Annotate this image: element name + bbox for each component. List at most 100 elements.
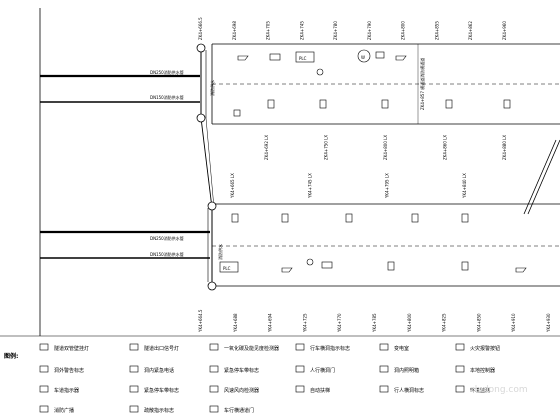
legend-item-label: 变电室 bbox=[394, 345, 409, 352]
box-icon bbox=[281, 213, 289, 223]
svg-text:PLC: PLC bbox=[223, 266, 231, 271]
station-label: YK4+745 LX bbox=[307, 173, 312, 199]
station-label: YK4+910 bbox=[511, 313, 516, 333]
legend-item-label: 行人横洞标志 bbox=[394, 387, 424, 394]
svg-text:W: W bbox=[361, 55, 365, 60]
lane-lamp-icon bbox=[395, 55, 407, 61]
tunnel-structure bbox=[39, 8, 560, 336]
plc-icon bbox=[209, 343, 219, 351]
station-label: ZK4+666.5 bbox=[198, 17, 203, 40]
box-icon bbox=[411, 213, 419, 223]
station-label: ZK4+862 bbox=[468, 21, 473, 40]
box-icon bbox=[129, 405, 139, 413]
traffic-light-icon bbox=[129, 343, 139, 351]
watermark: zhulong.com bbox=[470, 385, 528, 395]
legend-item-label: 行车横洞指示标志 bbox=[310, 345, 350, 352]
station-label: YK4+694 bbox=[268, 313, 273, 333]
fire-water-pipes bbox=[40, 43, 217, 291]
station-label: YK4+850 bbox=[476, 313, 481, 333]
box-icon bbox=[461, 213, 469, 223]
station-label: ZK4+745 bbox=[299, 21, 304, 40]
upper-branch-label: 消防供水 bbox=[209, 80, 215, 96]
plc2-icon bbox=[219, 261, 239, 273]
legend-item-label: 疏散指示标志 bbox=[144, 407, 174, 414]
alarm-icon bbox=[455, 343, 465, 351]
lower-dn250-label: DN250消防供水管 bbox=[150, 235, 184, 241]
legend-item-label: 洞外警告标志 bbox=[54, 367, 84, 374]
barrier-icon bbox=[269, 53, 281, 61]
station-label: YK4+800 bbox=[407, 313, 412, 333]
legend-item-label: 本地控制器 bbox=[470, 367, 495, 374]
sign-icon bbox=[209, 365, 219, 373]
legend-item-label: 紧急停车带标志 bbox=[144, 387, 179, 394]
fire-icon bbox=[295, 385, 305, 393]
pipe-labels: DN250消防供水管 DN150消防供水管 DN250消防供水管 DN150消防… bbox=[150, 58, 425, 260]
legend-item-label: 人行横洞门 bbox=[310, 367, 335, 374]
svg-text:PLC: PLC bbox=[299, 56, 307, 61]
door-icon bbox=[295, 365, 305, 373]
speaker-icon bbox=[39, 405, 49, 413]
box-icon bbox=[231, 213, 239, 223]
box-icon bbox=[503, 99, 511, 109]
station-label: ZK4+692 LX bbox=[264, 135, 269, 160]
sign2-icon bbox=[129, 385, 139, 393]
upper-equipment: PLC W bbox=[233, 49, 511, 117]
legend-item-label: 隧道出口信号灯 bbox=[144, 345, 179, 352]
legend-item-label: 风速风向检测器 bbox=[224, 387, 259, 394]
station-label: ZK4+860 LX bbox=[443, 135, 448, 160]
station-label: YK4+825 bbox=[442, 313, 447, 333]
circle-icon bbox=[129, 365, 139, 373]
upper-station-labels: ZK4+666.5 ZK4+698 ZK4+705 ZK4+745 ZK4+780 ZK4… bbox=[198, 17, 507, 40]
box-icon bbox=[319, 99, 327, 109]
station-label: ZK4+698 bbox=[232, 21, 237, 40]
wall-lamp-icon bbox=[39, 343, 49, 351]
lane-lamp-icon bbox=[515, 267, 527, 273]
box-icon bbox=[445, 99, 453, 109]
wall-lamp-icon bbox=[281, 267, 293, 273]
station-label: ZK4+880 LX bbox=[502, 135, 507, 160]
lower-branch-label: 消防供水 bbox=[217, 244, 223, 260]
legend-item-label: 洞内照明箱 bbox=[394, 367, 419, 374]
signal-icon bbox=[379, 365, 389, 373]
person-icon bbox=[379, 385, 389, 393]
phone-icon bbox=[39, 385, 49, 393]
lane-lamp-icon bbox=[39, 365, 49, 373]
legend-item-label: 环境监测 bbox=[470, 387, 490, 394]
wind-icon bbox=[379, 343, 389, 351]
legend-item-label: 隧道双管壁挂灯 bbox=[54, 345, 89, 352]
camera-icon bbox=[455, 385, 465, 393]
upper-dn150-label: DN150消防供水管 bbox=[150, 94, 184, 100]
circle-icon bbox=[306, 258, 314, 266]
legend-item-label: 一氧化碳及能见度检测器 bbox=[224, 345, 279, 352]
legend-item-label: 车行横通道门 bbox=[224, 407, 254, 414]
legend-item-label: 车道指示器 bbox=[54, 387, 79, 394]
station-label: ZK4+750 LX bbox=[324, 135, 329, 160]
station-label: ZK4+705 bbox=[266, 21, 271, 40]
plc-icon bbox=[295, 51, 315, 63]
box-icon bbox=[381, 99, 389, 109]
station-label: YK4+665 LX bbox=[230, 173, 235, 199]
station-label: YK4+785 bbox=[372, 313, 377, 333]
station-label: YK4+795 LX bbox=[385, 173, 390, 199]
fan-icon bbox=[295, 343, 305, 351]
cross-passage-label: ZK4+857 横通道消防横通道 bbox=[419, 58, 425, 110]
station-label: YK4+930 bbox=[546, 313, 551, 333]
signal-icon bbox=[375, 51, 385, 59]
legend-item-label: 消防广播 bbox=[54, 407, 74, 414]
plc2-icon bbox=[455, 365, 465, 373]
station-label: YK4+725 bbox=[302, 313, 307, 333]
station-label: ZK4+780 bbox=[333, 21, 338, 40]
legend-item-label: 火灾报警按钮 bbox=[470, 345, 500, 352]
legend: 图例: 隧道双管壁挂灯隧道出口信号灯一氧化碳及能见度检测器行车横洞指示标志变电室… bbox=[0, 335, 560, 414]
lower-dn150-label: DN150消防供水管 bbox=[150, 251, 184, 257]
barrier-icon bbox=[209, 385, 219, 393]
legend-item-label: 自动扶梯 bbox=[310, 387, 330, 394]
station-label: ZK4+855 bbox=[434, 21, 439, 40]
barrier-icon bbox=[321, 261, 333, 269]
door-icon bbox=[461, 261, 469, 271]
lower-equipment: PLC bbox=[219, 213, 527, 273]
station-label: ZK4+800 bbox=[401, 21, 406, 40]
station-label: ZK4+790 bbox=[367, 21, 372, 40]
